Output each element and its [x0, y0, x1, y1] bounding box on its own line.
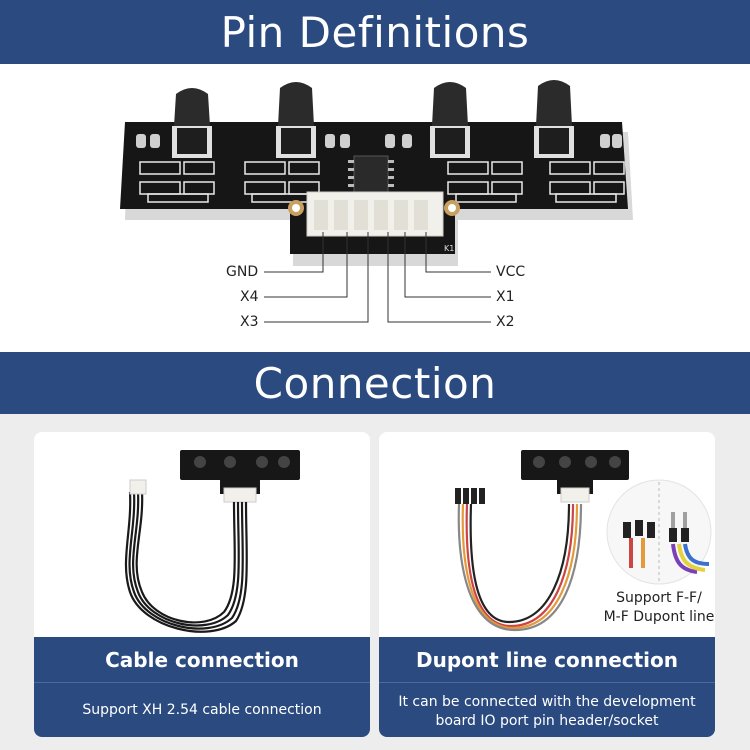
pin-x2-label: X2 — [496, 314, 515, 330]
connection-title: Connection — [253, 358, 497, 408]
cable-connection-image — [124, 450, 300, 633]
pin-x1-label: X1 — [496, 289, 515, 305]
sensor-board-image: K1 — [120, 80, 633, 323]
connection-banner: Connection — [0, 352, 750, 414]
cable-connection-description: Support XH 2.54 cable connection — [34, 682, 370, 737]
pin-gnd-label: GND — [226, 264, 259, 280]
pin-definitions-banner: Pin Definitions — [0, 0, 750, 64]
dupont-support-note: Support F-F/ M-F Dupont line — [599, 589, 715, 627]
pin-x3-label: X3 — [240, 314, 259, 330]
dupont-connection-card: Support F-F/ M-F Dupont line Dupont line… — [379, 432, 715, 737]
pin-definitions-title: Pin Definitions — [220, 7, 530, 57]
dupont-support-note-line2: M-F Dupont line — [603, 609, 715, 625]
cable-connection-card: Cable connection Support XH 2.54 cable c… — [34, 432, 370, 737]
dupont-support-note-line1: Support F-F/ — [616, 590, 702, 606]
pin-x4-label: X4 — [240, 289, 259, 305]
dupont-connection-title: Dupont line connection — [379, 637, 715, 682]
dupont-description-line2: board IO port pin header/socket — [435, 713, 659, 729]
dupont-description-line1: It can be connected with the development — [398, 694, 696, 710]
pin-vcc-label: VCC — [496, 264, 526, 280]
dupont-connection-image — [455, 450, 712, 632]
cable-connection-title: Cable connection — [34, 637, 370, 682]
dupont-connection-description: It can be connected with the development… — [379, 682, 715, 737]
pin-diagram-area: K1 GND X4 X3 VCC X1 X2 — [0, 64, 750, 352]
k1-label: K1 — [444, 244, 454, 253]
